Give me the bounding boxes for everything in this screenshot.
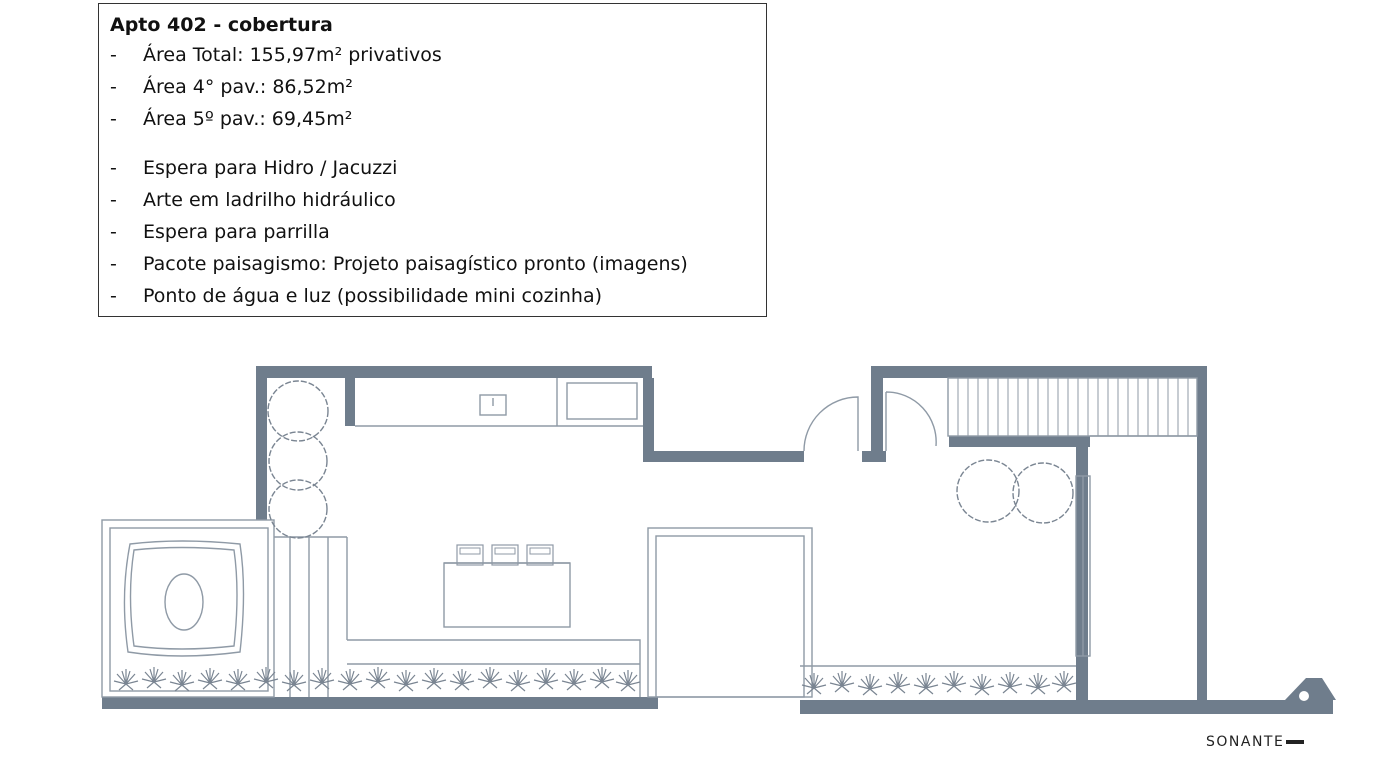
info-item: -Ponto de água e luz (possibilidade mini… (110, 285, 603, 307)
info-item: -Espera para Hidro / Jacuzzi (110, 157, 398, 179)
info-item: -Pacote paisagismo: Projeto paisagístico… (110, 253, 688, 275)
info-item: -Arte em ladrilho hidráulico (110, 189, 396, 211)
info-item: -Área 5º pav.: 69,45m² (110, 108, 353, 130)
info-box: Apto 402 - cobertura -Área Total: 155,97… (98, 3, 767, 317)
info-title: Apto 402 - cobertura (110, 14, 333, 36)
info-item: -Área Total: 155,97m² privativos (110, 44, 442, 66)
trees (267, 380, 1074, 539)
info-item: -Espera para parrilla (110, 221, 330, 243)
stools (456, 544, 554, 566)
walls (102, 366, 1336, 714)
shrubs-left (113, 666, 641, 692)
shrubs-right (801, 670, 1077, 696)
brand-logo: SONANTE (1206, 734, 1305, 750)
floor-plan (101, 366, 1336, 714)
stair-treads (957, 378, 1189, 436)
info-item: -Área 4° pav.: 86,52m² (110, 76, 353, 98)
